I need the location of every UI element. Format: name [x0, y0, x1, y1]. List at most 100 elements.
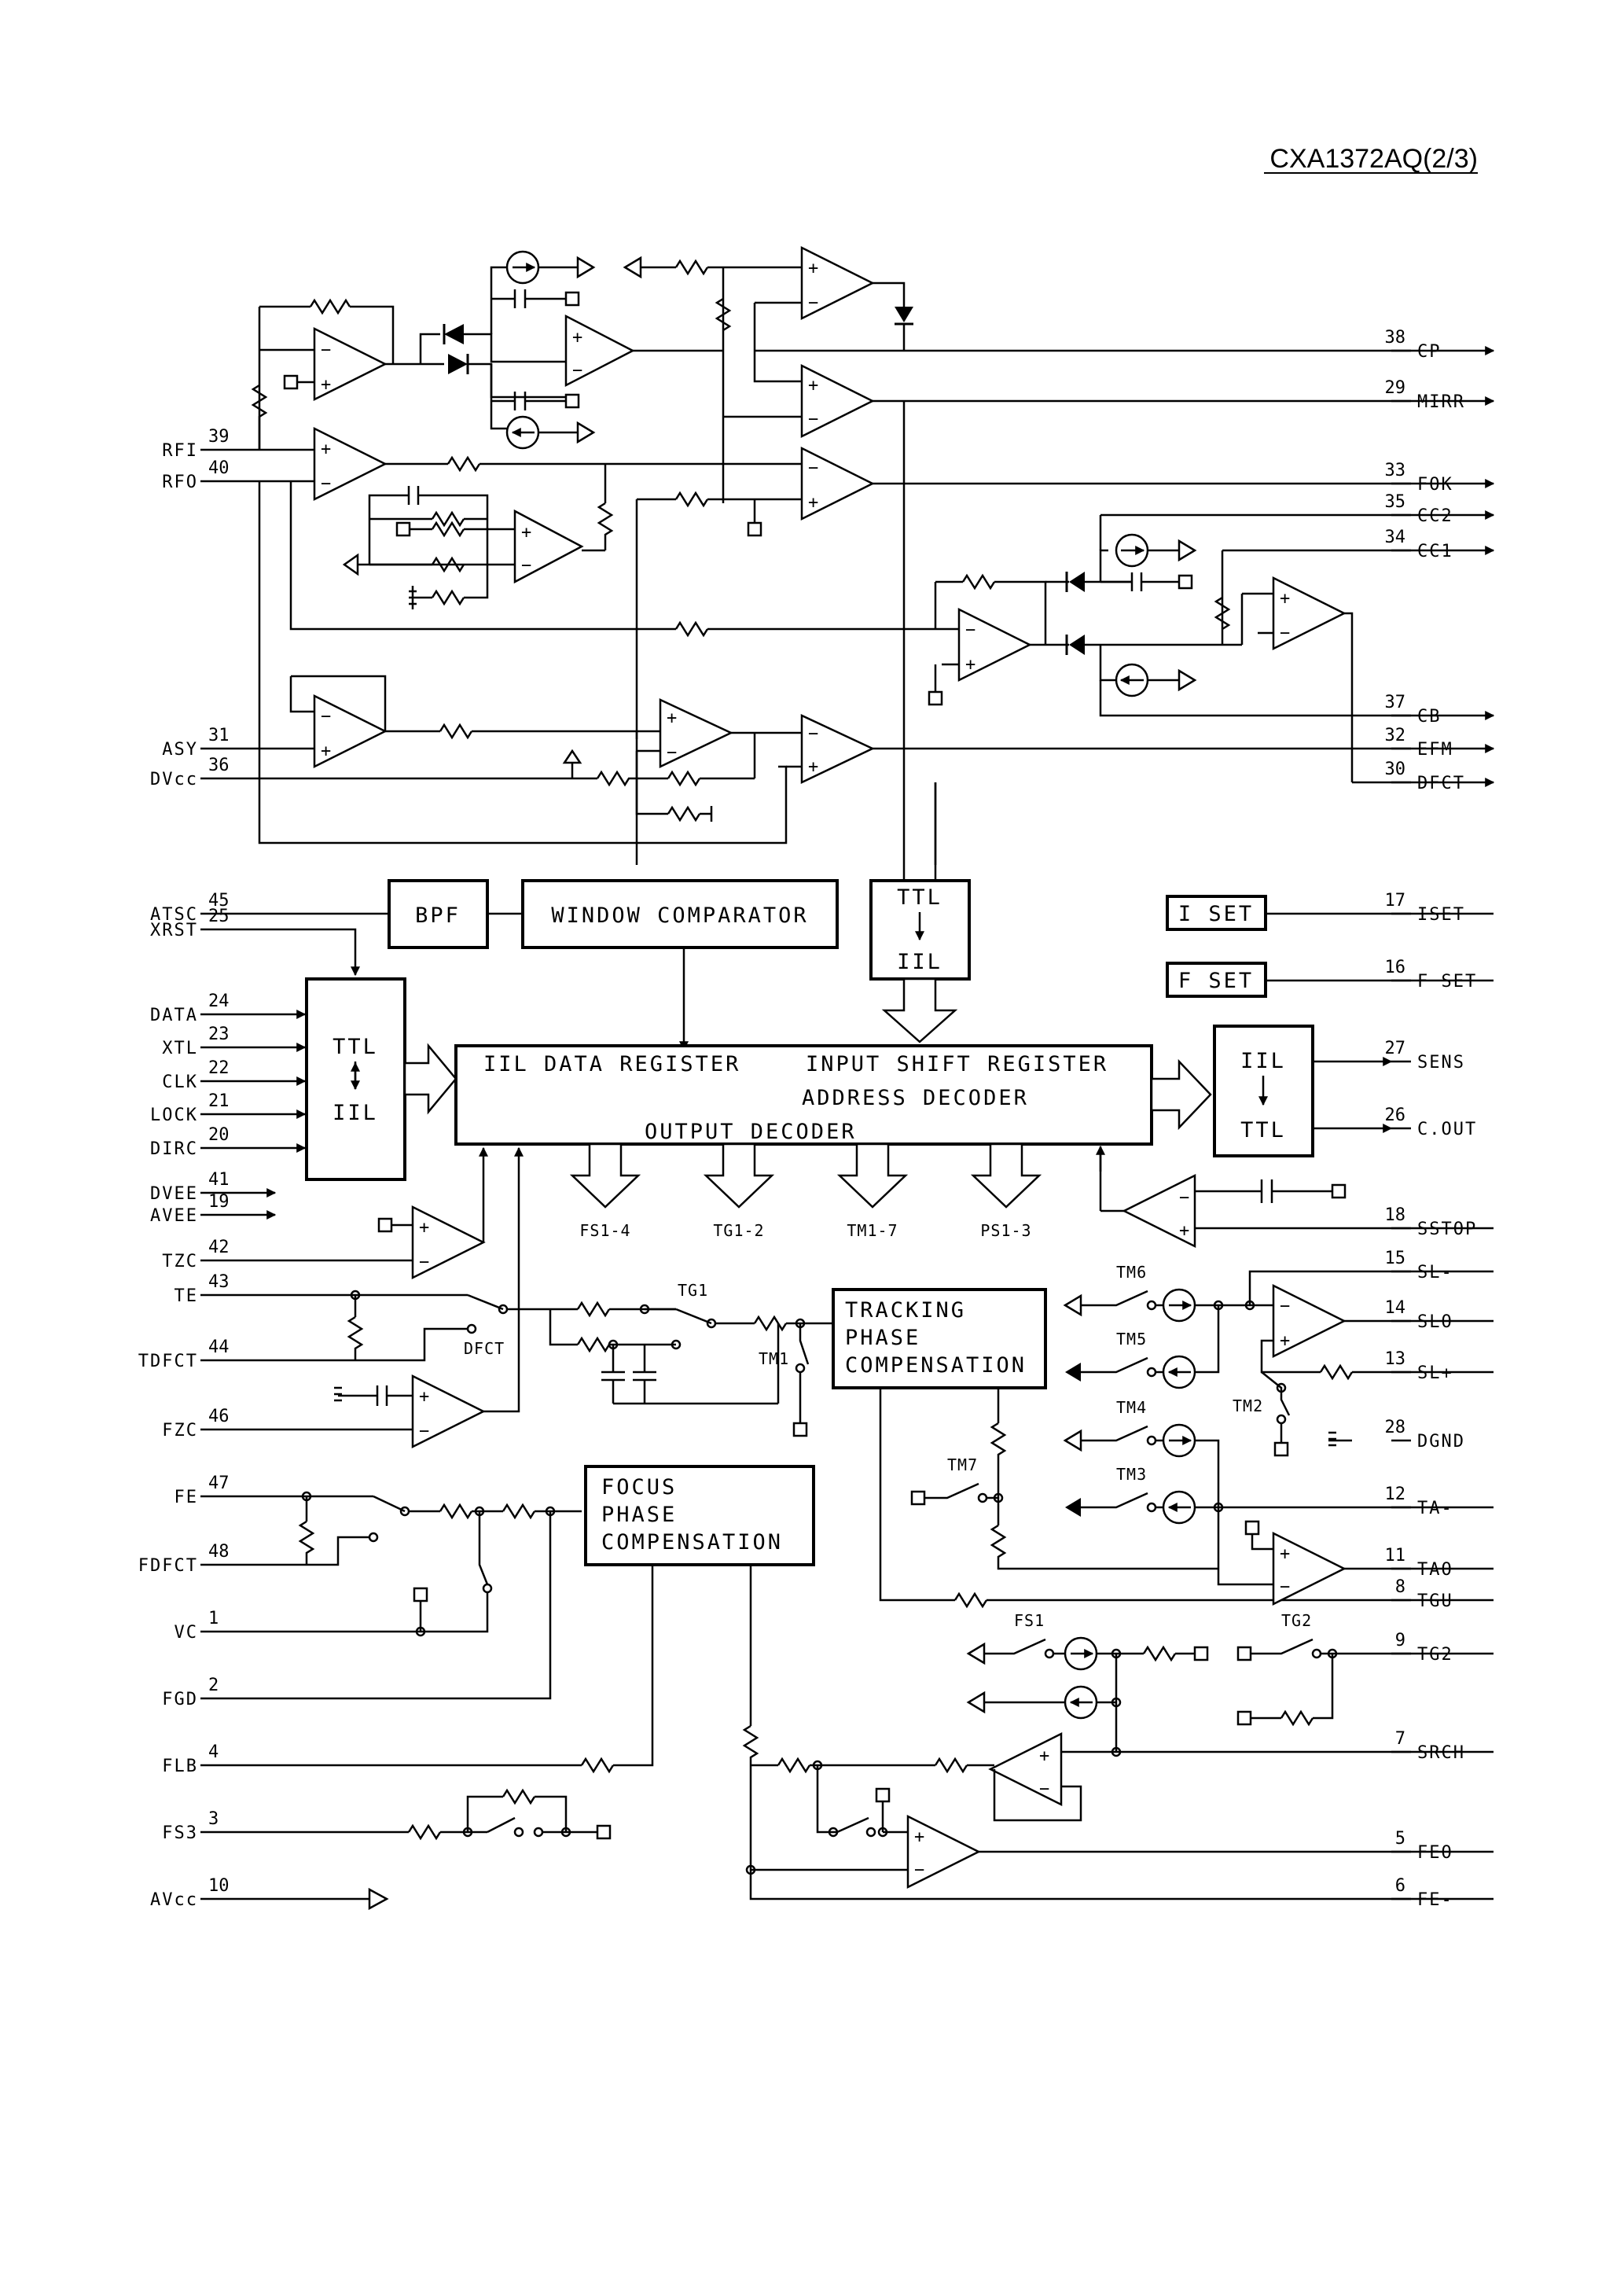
pin-name-left: FLB — [162, 1757, 198, 1776]
iset-label: I SET — [1178, 902, 1254, 926]
pin-name-left: DIRC — [150, 1139, 198, 1159]
pin-number-left: 10 — [208, 1876, 230, 1896]
dfct-section: −+ +− — [928, 510, 1495, 787]
focus-output-opamp — [906, 1814, 981, 1889]
svg-text:+: + — [321, 375, 331, 395]
svg-text:−: − — [419, 1422, 429, 1441]
pin-number-left: 39 — [208, 427, 230, 447]
pin-number-right: 28 — [1385, 1418, 1406, 1437]
fzc-comparator — [411, 1374, 486, 1449]
switch-label-tg1: TG1 — [678, 1281, 708, 1300]
tracking-phase-label-1: TRACKING — [845, 1298, 966, 1323]
pin-number-right: 15 — [1385, 1249, 1406, 1268]
svg-text:+: + — [808, 493, 818, 513]
pin-number-right: 34 — [1385, 528, 1406, 547]
pin-name-left: VC — [175, 1623, 199, 1643]
svg-text:−: − — [667, 743, 677, 763]
focus-section: FOCUS PHASE COMPENSATION +− — [220, 1465, 1494, 1911]
pin-number-right: 18 — [1385, 1205, 1406, 1225]
pin-name-right: SLO — [1417, 1312, 1453, 1332]
svg-text:−: − — [321, 707, 331, 727]
efm-comparator-1 — [659, 698, 733, 768]
pin-name-left: ATSC — [150, 905, 198, 925]
svg-text:+: + — [667, 708, 677, 728]
decoder-output-arrow — [569, 1142, 641, 1209]
pin-name-right: CC1 — [1417, 542, 1453, 561]
pin-name-left: ASY — [162, 740, 198, 760]
focus-phase-label-1: FOCUS — [601, 1475, 677, 1499]
pin-name-right: DFCT — [1417, 774, 1465, 793]
pin-number-left: 45 — [208, 891, 230, 911]
pin-number-right: 33 — [1385, 461, 1406, 480]
svg-text:+: + — [1280, 1331, 1290, 1351]
pin-number-left: 1 — [208, 1609, 219, 1628]
tracking-amp-opamp — [1272, 1531, 1347, 1606]
register-label-3: OUTPUT DECODER — [645, 1120, 857, 1144]
vcc-arrow-top — [576, 256, 596, 279]
svg-text:+: + — [572, 328, 582, 348]
svg-text:+: + — [914, 1827, 924, 1847]
pin-name-right: FOK — [1417, 475, 1453, 495]
svg-text:−: − — [521, 556, 531, 576]
svg-text:+: + — [321, 440, 331, 459]
pin-number-left: 24 — [208, 992, 230, 1011]
pin-name-left: FS3 — [162, 1823, 198, 1843]
decoder-output-label: TG1-2 — [713, 1221, 764, 1240]
ttl-iil-left-label-1: TTL — [333, 1035, 378, 1059]
right-pin-group: CP38MIRR29FOK33CC235CC134CB37EFM32DFCT30… — [1385, 328, 1476, 1910]
pin-number-left: 20 — [208, 1125, 230, 1145]
pin-name-right: EFM — [1417, 740, 1453, 760]
svg-text:+: + — [808, 376, 818, 396]
bus-arrow-down-top — [881, 977, 958, 1043]
diode-upper — [444, 324, 464, 344]
pin-name-right: DGND — [1417, 1432, 1465, 1452]
pin-name-right: TG2 — [1417, 1645, 1453, 1665]
decoder-output-label: PS1-3 — [980, 1221, 1031, 1240]
register-block — [454, 1044, 1153, 1146]
logic-section: BPF WINDOW COMPARATOR TTL IIL I SET F SE… — [220, 782, 1494, 1449]
pin-number-right: 8 — [1395, 1577, 1405, 1597]
page-title: CXA1372AQ(2/3) — [1269, 144, 1478, 174]
switch-label-tm3: TM3 — [1116, 1465, 1147, 1484]
tracking-phase-block — [832, 1288, 1047, 1389]
rf-summing-opamp — [313, 426, 388, 502]
iil-ttl-right-label-1: IIL — [1240, 1049, 1286, 1073]
switch-label-tm6: TM6 — [1116, 1263, 1147, 1282]
svg-text:+: + — [1280, 589, 1290, 609]
svg-text:−: − — [1280, 624, 1290, 643]
focus-phase-label-2: PHASE — [601, 1503, 677, 1527]
register-label-1b: INPUT SHIFT REGISTER — [806, 1052, 1108, 1076]
pin-name-left: RFO — [162, 473, 198, 492]
pin-number-right: 5 — [1395, 1829, 1405, 1849]
pin-number-right: 6 — [1395, 1876, 1405, 1896]
pin-number-left: 4 — [208, 1742, 219, 1762]
pin-number-right: 13 — [1385, 1349, 1406, 1369]
window-comparator-block — [521, 879, 839, 949]
pin-name-left: CLK — [162, 1073, 198, 1092]
tracking-section: DFCT TG1 TM1 TRACKING PHASE COMPEN — [220, 1263, 1494, 1609]
pin-name-left: XTL — [162, 1039, 198, 1058]
pin-number-right: 17 — [1385, 891, 1406, 911]
switch-label-dfct: DFCT — [464, 1339, 505, 1358]
pin-number-left: 22 — [208, 1058, 230, 1078]
svg-text:−: − — [572, 361, 582, 381]
pin-number-left: 2 — [208, 1676, 219, 1695]
dfct-bottom-hold-opamp — [957, 607, 1032, 683]
svg-text:+: + — [419, 1387, 429, 1407]
pin-name-left: DVEE — [150, 1184, 198, 1204]
pin-number-left: 42 — [208, 1238, 230, 1257]
pin-name-right: SL+ — [1417, 1363, 1453, 1383]
pin-number-left: 36 — [208, 756, 230, 775]
search-opamp — [988, 1731, 1063, 1807]
switch-label-tm7: TM7 — [947, 1455, 978, 1474]
svg-text:+: + — [1179, 1221, 1189, 1241]
pin-number-right: 7 — [1395, 1729, 1405, 1749]
ttl-iil-left-label-2: IIL — [333, 1101, 378, 1125]
efm-section: − + + − − + — [220, 481, 1495, 865]
pin-number-left: 48 — [208, 1542, 230, 1562]
sstop-comparator — [1122, 1173, 1196, 1249]
rf-section: − + + − — [220, 245, 1495, 877]
register-label-2: ADDRESS DECODER — [802, 1086, 1029, 1110]
efm-comparator-2 — [800, 714, 875, 784]
